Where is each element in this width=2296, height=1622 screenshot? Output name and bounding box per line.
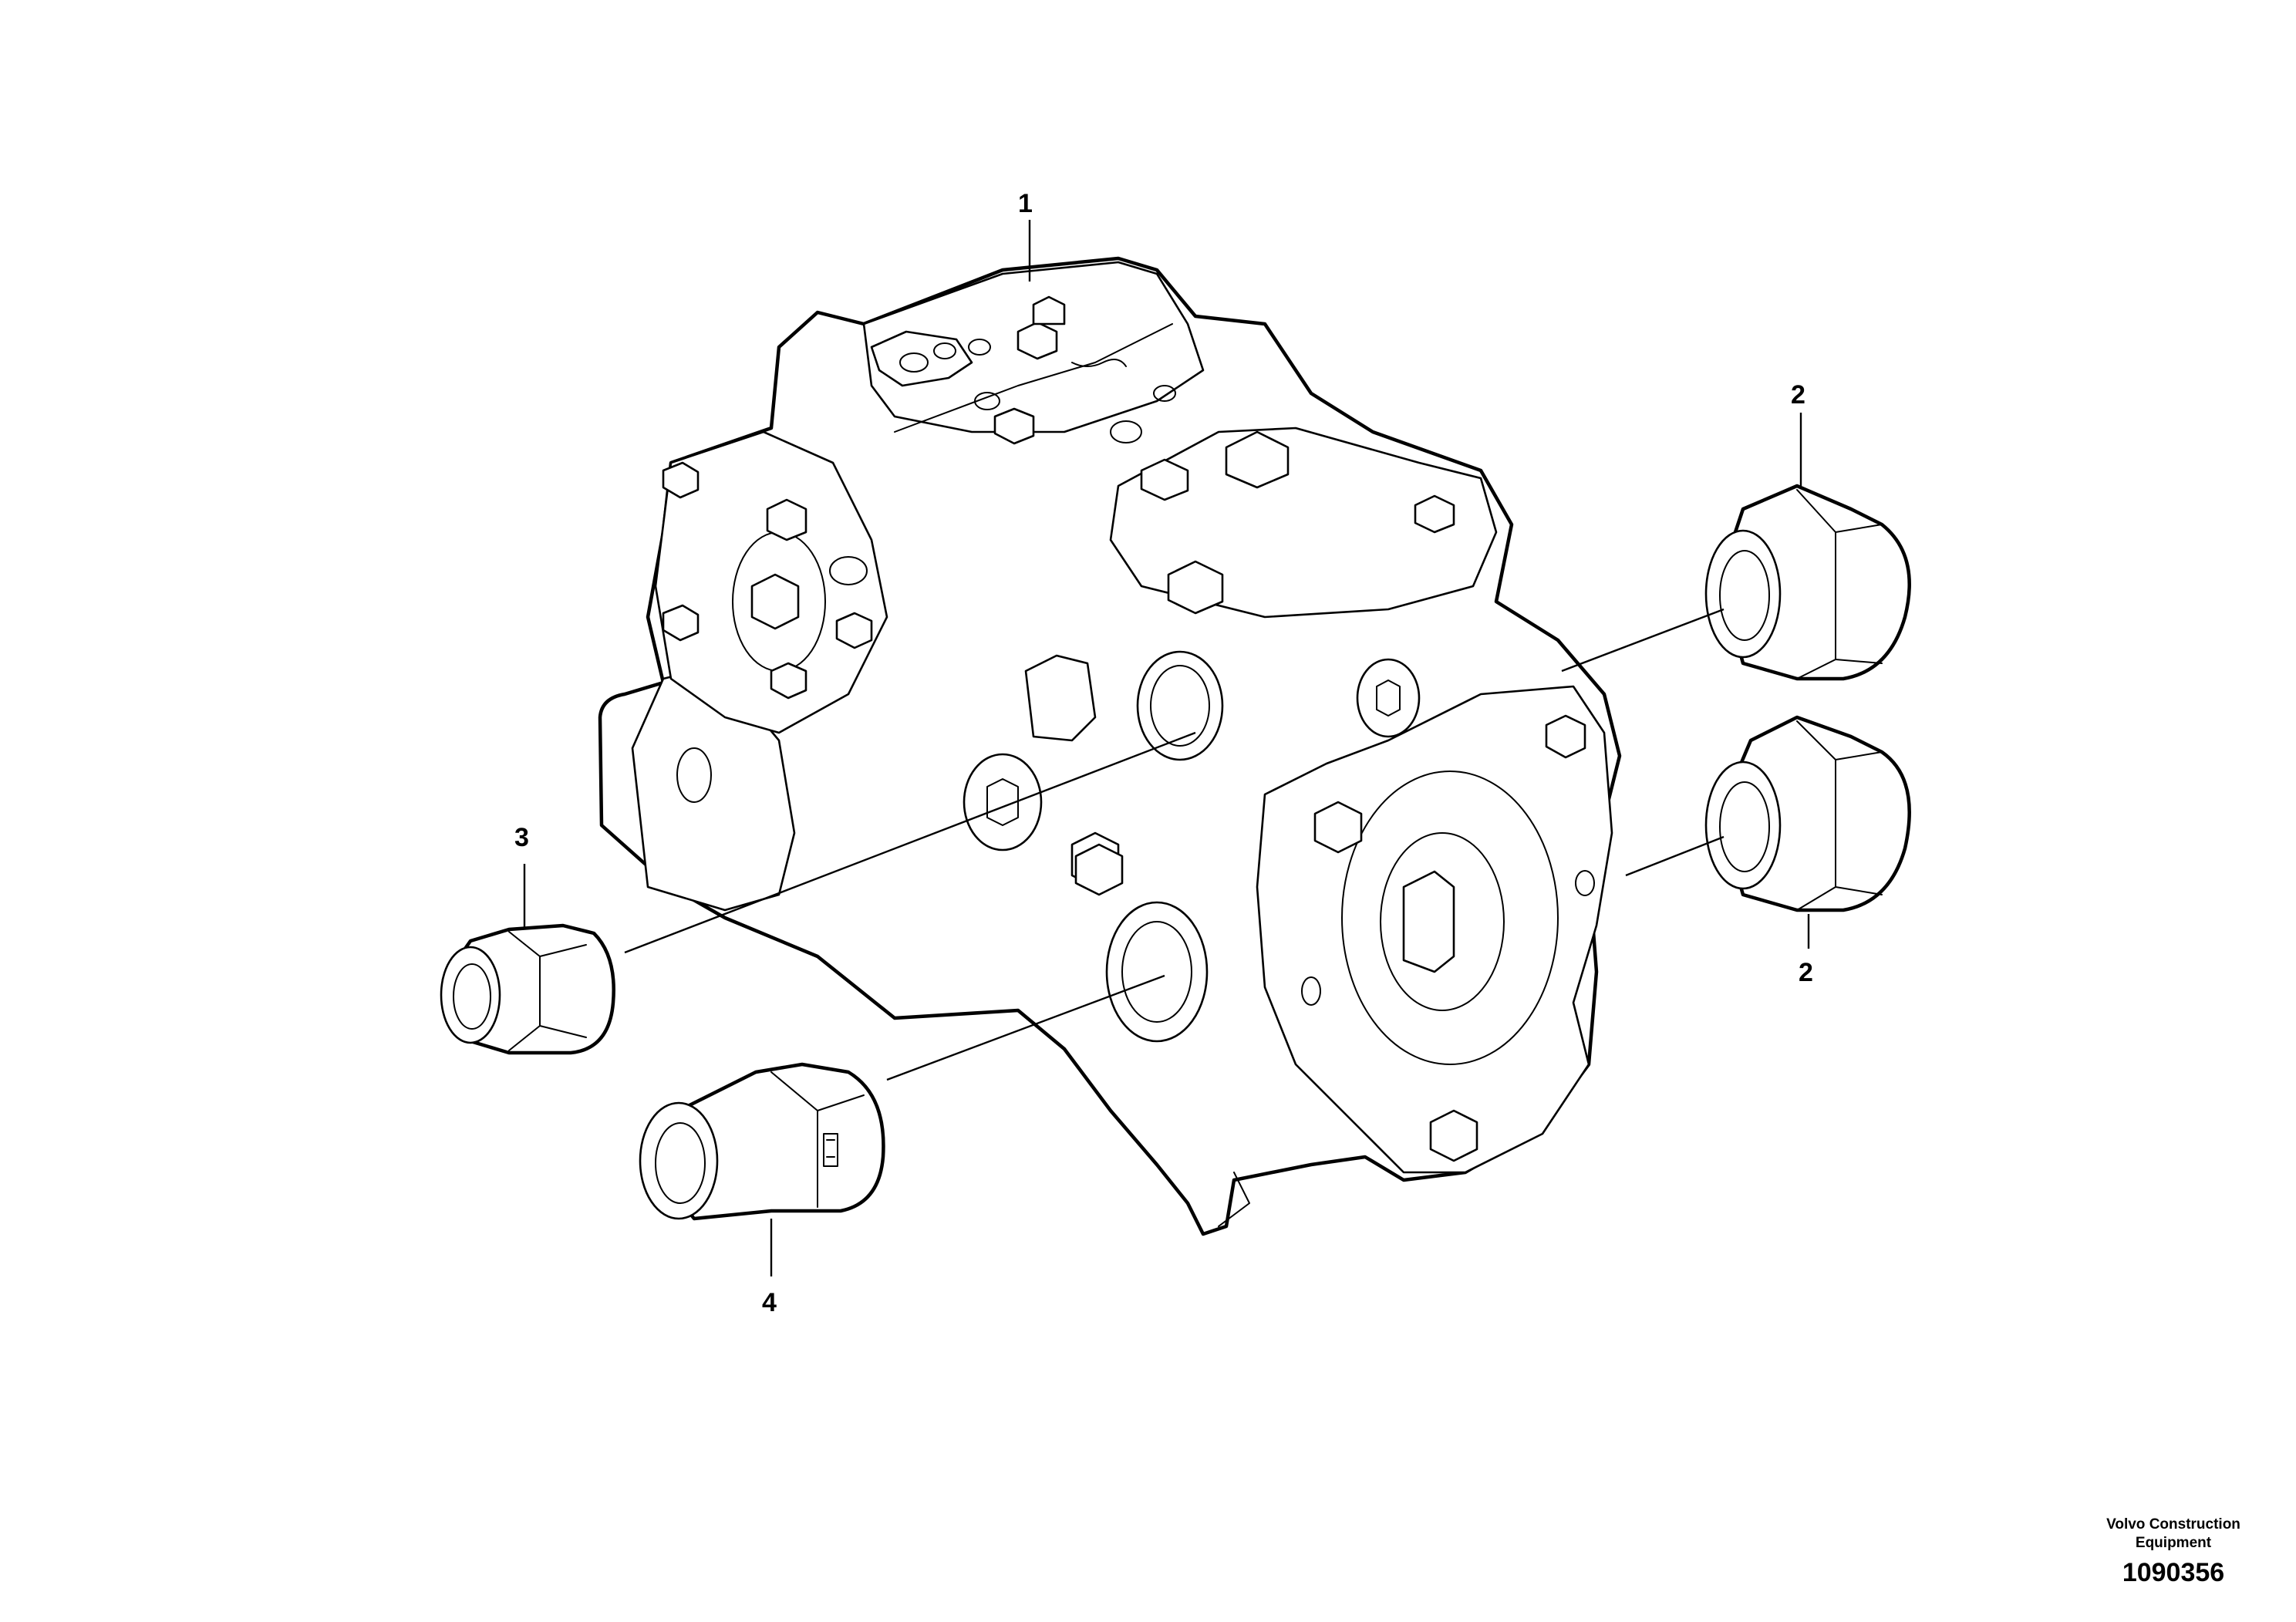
leader-lines — [523, 220, 1810, 1276]
callout-3: 3 — [514, 823, 529, 852]
callout-1: 1 — [1018, 189, 1033, 218]
valve-4 — [639, 1062, 885, 1221]
callout-2-upper: 2 — [1791, 380, 1805, 410]
publisher-credit-line-1: Volvo Construction — [2106, 1516, 2240, 1533]
fitting-3 — [440, 923, 615, 1055]
callout-4: 4 — [762, 1288, 777, 1317]
publisher-credit-line-2: Equipment — [2136, 1535, 2212, 1551]
callout-2-lower: 2 — [1799, 958, 1813, 987]
hydraulic-pump-drawing — [598, 256, 1622, 1236]
document-number: 1090356 — [2122, 1558, 2224, 1587]
fitting-2-upper — [1704, 484, 1911, 681]
fitting-2-lower — [1704, 715, 1911, 912]
